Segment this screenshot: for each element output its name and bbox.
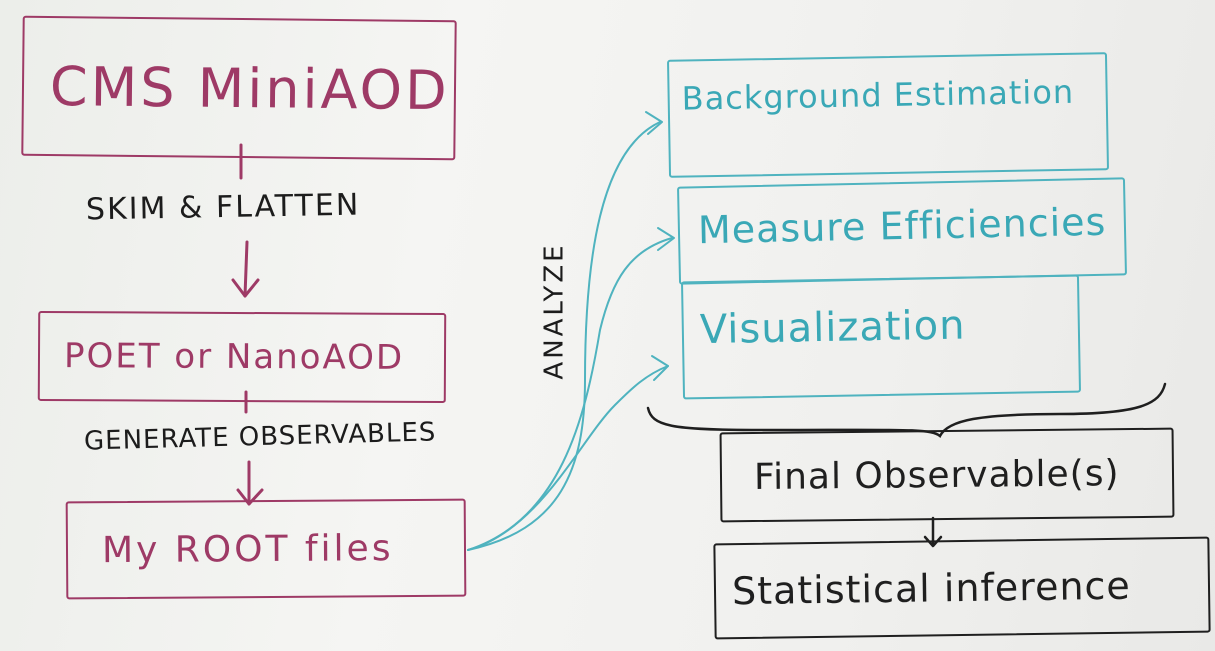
root-to-efficiencies-curve <box>467 237 673 551</box>
root-files-label: My ROOT files <box>101 527 394 571</box>
efficiencies-arrowhead <box>657 227 675 251</box>
visualization-label: Visualization <box>699 302 966 354</box>
poet-nanoaod-label: POET or NanoAOD <box>63 336 405 378</box>
background-arrowhead <box>645 111 663 135</box>
skim-to-poet-arrow <box>243 240 249 298</box>
cms-miniaod-box: CMS MiniAOD <box>21 15 457 161</box>
final-to-statistical-arrowhead <box>923 535 943 548</box>
skim-flatten-label: SKIM & FLATTEN <box>85 187 361 228</box>
generate-to-root-arrowhead <box>236 488 264 506</box>
visualization-arrowhead <box>651 355 669 381</box>
background-estimation-label: Background Estimation <box>681 72 1075 118</box>
root-files-box: My ROOT files <box>65 498 467 600</box>
statistical-inference-label: Statistical inference <box>731 563 1132 614</box>
final-observables-label: Final Observable(s) <box>753 452 1120 498</box>
poet-nanoaod-box: POET or NanoAOD <box>37 310 447 404</box>
final-observables-box: Final Observable(s) <box>719 427 1175 523</box>
cms-miniaod-label: CMS MiniAOD <box>49 54 450 122</box>
skim-to-poet-arrowhead <box>231 278 260 298</box>
measure-efficiencies-label: Measure Efficiencies <box>697 199 1107 253</box>
analyze-label: ANALYZE <box>539 242 570 380</box>
visualization-box: Visualization <box>681 274 1081 400</box>
root-to-visualization-curve <box>467 365 669 551</box>
background-estimation-box: Background Estimation <box>667 52 1109 178</box>
measure-efficiencies-box: Measure Efficiencies <box>677 177 1127 285</box>
statistical-inference-box: Statistical inference <box>713 536 1211 640</box>
grouping-brace <box>646 382 1167 438</box>
root-to-background-curve <box>467 121 661 551</box>
